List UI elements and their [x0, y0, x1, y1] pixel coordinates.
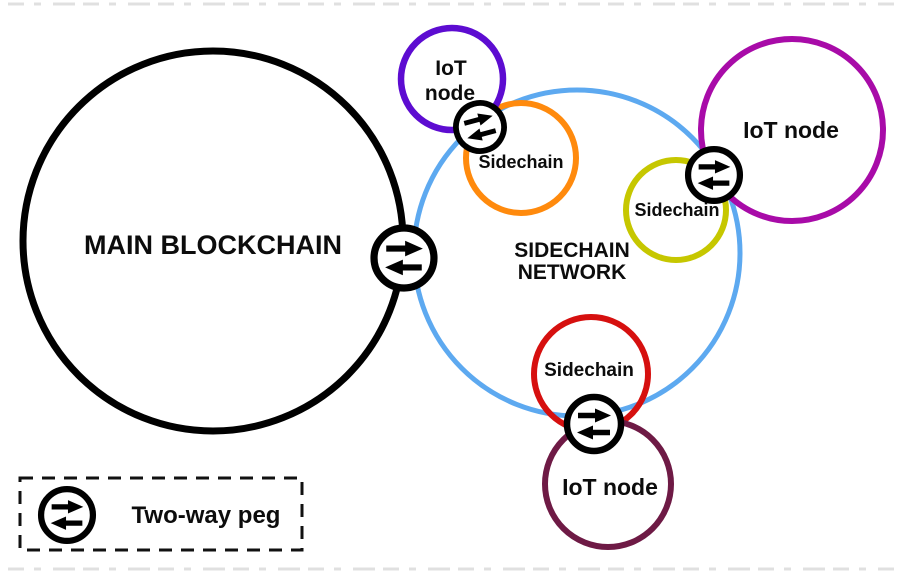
- sidechain-yellow-label: Sidechain: [634, 200, 719, 220]
- sidechain-orange-label: Sidechain: [478, 152, 563, 172]
- iot-node-top-label-line2: node: [425, 82, 475, 105]
- iot-node-circle-top: [397, 24, 507, 134]
- sidechain-circle-yellow: [623, 157, 729, 263]
- sidechain-network-label-line2: NETWORK: [518, 261, 627, 284]
- sidechain-circle-orange: [463, 100, 579, 216]
- two-way-peg-icon: [370, 224, 438, 292]
- two-way-peg-icon: [37, 485, 97, 545]
- main-blockchain-label: MAIN BLOCKCHAIN: [84, 230, 342, 260]
- two-way-peg-icon: [453, 100, 507, 154]
- legend-box: [18, 476, 304, 552]
- iot-node-circle-right: [698, 36, 886, 224]
- legend-label: Two-way peg: [132, 502, 281, 529]
- sidechain-red-label: Sidechain: [544, 360, 634, 381]
- iot-node-right-label: IoT node: [743, 117, 839, 143]
- iot-node-top-label-line1: IoT: [435, 57, 467, 80]
- two-way-peg-icon: [684, 145, 744, 205]
- two-way-peg-icon: [563, 393, 625, 455]
- sidechain-network-label-line1: SIDECHAIN: [514, 239, 630, 262]
- legend: Two-way peg: [18, 476, 304, 552]
- iot-node-bottom-label: IoT node: [562, 474, 658, 500]
